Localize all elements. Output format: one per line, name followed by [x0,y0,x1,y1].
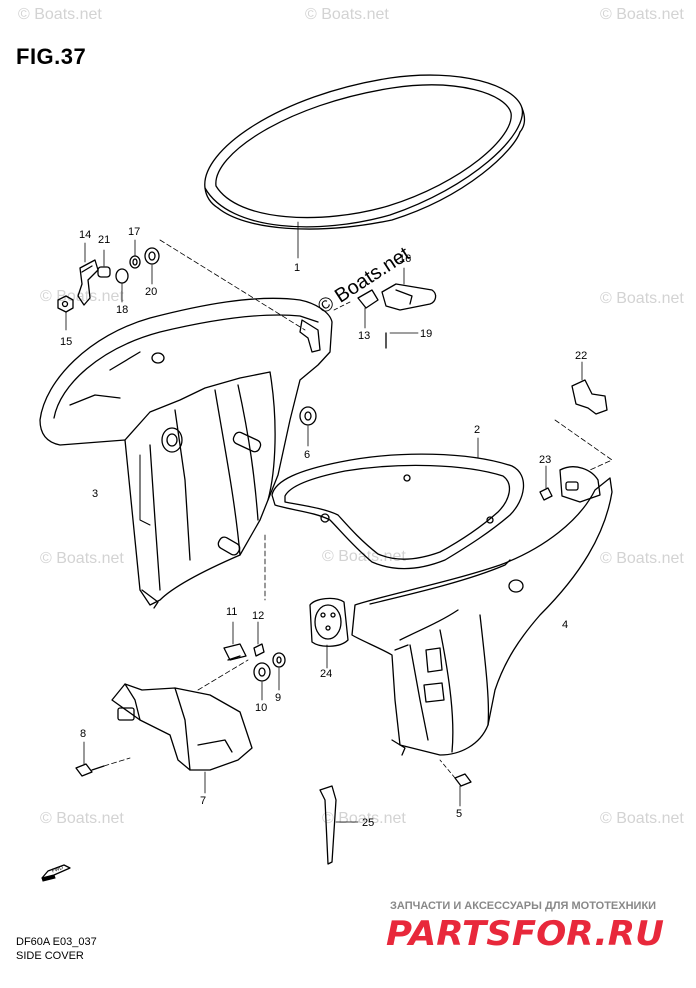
part-washer [129,239,141,269]
shop-logo: PARTSFOR.RU [386,914,664,953]
callout-number: 4 [562,619,569,631]
part-bushing [97,249,111,278]
watermark: © Boats.net [40,550,124,567]
watermark: © Boats.net [40,810,124,827]
watermark: © Boats.net [600,810,684,827]
part-seal-ring [204,74,526,259]
part-grommet [144,247,160,285]
callout-number: 11 [226,606,238,618]
figure-title: FIG.37 [16,44,87,69]
shop-tagline: ЗАПЧАСТИ И АКСЕССУАРЫ ДЛЯ МОТОТЕХНИКИ [390,900,657,912]
part-bracket [77,242,99,306]
part-side-cover-left [39,297,333,609]
callout-number: 9 [275,692,282,704]
part-grommet-large [309,597,349,669]
section-title: SIDE COVER [16,950,84,962]
watermark: © Boats.net [18,6,102,23]
callout-number: 22 [575,350,588,362]
forward-arrow-icon: FWD [41,864,71,882]
callout-number: 13 [358,330,371,342]
part-ring [115,268,129,303]
callout-number: 23 [539,454,552,466]
callout-number: 3 [92,488,99,500]
part-collar [333,289,379,329]
part-side-cover-right [351,466,613,756]
watermark: © Boats.net [600,6,684,23]
callout-number: 15 [60,336,73,348]
callout-number: 17 [128,226,141,238]
part-clamp [223,621,247,661]
watermark: © Boats.net [600,290,684,307]
callout-number: 25 [362,817,375,829]
callout-number: 12 [252,610,265,622]
callout-number: 24 [320,668,333,680]
callout-number: 5 [456,808,463,820]
part-bolt [439,759,472,807]
part-clip [554,361,613,471]
part-cable-tie [319,785,359,865]
model-code: DF60A E03_037 [16,936,97,948]
part-screw [253,621,265,657]
part-bolt [75,741,105,777]
part-grommet [253,662,271,701]
fwd-label: FWD [51,865,64,875]
part-latch [381,267,437,311]
callout-number: 7 [200,795,207,807]
callout-number: 2 [474,424,481,436]
watermark: © Boats.net [305,6,389,23]
part-lower-bracket [111,683,253,794]
part-pin [385,332,419,349]
watermark: © Boats.net [40,288,124,305]
watermark: © Boats.net [322,548,406,565]
shop-logo-text: PARTSFOR.RU [386,914,664,953]
callout-number: 8 [80,728,87,740]
callout-number: 19 [420,328,433,340]
callout-number: 20 [145,286,158,298]
callout-number: 16 [399,253,412,265]
part-bolt [539,465,553,501]
part-grommet [299,406,317,447]
callout-number: 14 [79,229,92,241]
watermark: © Boats.net [600,550,684,567]
watermark: © Boats.net [322,810,406,827]
part-nut [57,295,74,331]
part-seal [271,437,525,570]
callout-number: 10 [255,702,268,714]
callout-number: 6 [304,449,311,461]
callout-number: 21 [98,234,111,246]
part-washer [272,652,286,691]
callout-number: 1 [294,262,301,274]
callout-number: 18 [116,304,129,316]
